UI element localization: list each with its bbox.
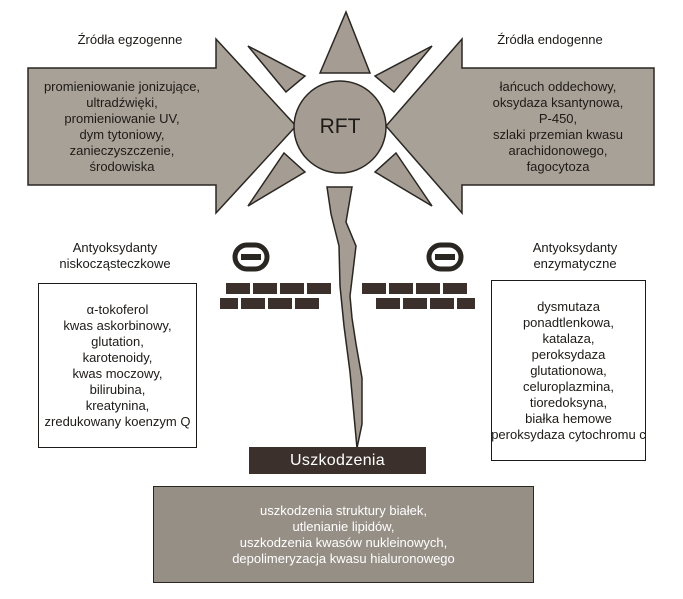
exogenous-item: środowiska: [89, 158, 155, 174]
low-molecular-heading: Antyoksydanty niskocząsteczkowe: [30, 240, 200, 272]
enzymatic-heading-line1: Antyoksydanty: [532, 240, 618, 255]
damage-item: uszkodzenia kwasów nukleinowych,: [239, 534, 448, 550]
endogenous-item: arachidonowego,: [508, 142, 608, 158]
exogenous-item: ultradźwięki,: [86, 94, 158, 110]
damage-item: utlenianie lipidów,: [292, 518, 395, 534]
inhibit-symbol-left: [232, 242, 270, 272]
low-molecular-antioxidants-box: α-tokoferol kwas askorbinowy, glutation,…: [38, 283, 197, 448]
sun-ray-top-left: [247, 45, 307, 94]
low-molecular-item: karotenoidy,: [82, 349, 153, 365]
low-molecular-item: bilirubina,: [89, 381, 146, 397]
enzymatic-item: peroksydaza cytochromu c: [491, 426, 646, 442]
enzymatic-item: dysmutaza: [537, 298, 600, 314]
enzymatic-item: tioredoksyna,: [529, 394, 608, 410]
enzymatic-item: ponadtlenkowa,: [522, 314, 615, 330]
exogenous-item: promieniowanie jonizujące,: [43, 78, 201, 94]
low-molecular-item: zredukowany koenzym Q: [44, 413, 191, 429]
low-molecular-item: glutation,: [91, 333, 144, 349]
enzymatic-item: celuroplazmina,: [522, 378, 615, 394]
endogenous-heading: Źródła endogenne: [497, 32, 603, 47]
enzymatic-item: katalaza,: [542, 330, 595, 346]
endogenous-item: oksydaza ksantynowa,: [492, 94, 624, 110]
damage-label-bar: Uszkodzenia: [249, 447, 426, 474]
enzymatic-item: glutationowa,: [530, 362, 607, 378]
exogenous-item: promieniowanie UV,: [64, 110, 180, 126]
arrow-exogenous: [27, 37, 298, 215]
low-molecular-heading-line1: Antyoksydanty: [72, 240, 158, 255]
enzymatic-item: białka hemowe: [525, 410, 612, 426]
low-molecular-item: kwas askorbinowy,: [63, 317, 172, 333]
enzymatic-item: peroksydaza: [531, 346, 606, 362]
exogenous-sources-box: promieniowanie jonizujące, ultradźwięki,…: [28, 67, 216, 186]
exogenous-item: dym tytoniowy,: [79, 126, 165, 142]
endogenous-item: szlaki przemian kwasu: [492, 126, 624, 142]
damage-item: depolimeryzacja kwasu hialuronowego: [232, 550, 455, 566]
sun-ray-bottom-left: [247, 151, 307, 207]
damage-item: uszkodzenia struktury białek,: [260, 502, 427, 518]
endogenous-item: fagocytoza: [526, 158, 590, 174]
endogenous-item: P-450,: [538, 110, 578, 126]
exogenous-item: zanieczyszczenie,: [69, 142, 175, 158]
low-molecular-item: kreatynina,: [85, 397, 150, 413]
endogenous-item: łańcuch oddechowy,: [499, 78, 617, 94]
enzymatic-antioxidants-box: dysmutaza ponadtlenkowa, katalaza, perok…: [491, 280, 646, 461]
endogenous-sources-box: łańcuch oddechowy, oksydaza ksantynowa, …: [462, 67, 654, 186]
low-molecular-item: kwas moczowy,: [72, 365, 163, 381]
rft-label: RFT: [319, 115, 361, 138]
sun-ray-bottom-right: [373, 151, 433, 207]
low-molecular-item: α-tokoferol: [86, 301, 149, 317]
sun-core: [293, 80, 387, 174]
sun-ray-top: [318, 10, 372, 74]
exogenous-heading: Źródła egzogenne: [77, 32, 183, 47]
low-molecular-heading-line2: niskocząsteczkowe: [59, 256, 171, 271]
membrane-wall: [220, 283, 475, 309]
enzymatic-heading: Antyoksydanty enzymatyczne: [490, 240, 660, 272]
sun-ray-top-right: [373, 45, 433, 94]
inhibit-symbol-right: [426, 242, 464, 272]
damage-list-box: uszkodzenia struktury białek, utlenianie…: [153, 486, 534, 583]
lightning-crack: [326, 186, 363, 449]
arrow-endogenous: [385, 37, 655, 215]
enzymatic-heading-line2: enzymatyczne: [533, 256, 617, 271]
